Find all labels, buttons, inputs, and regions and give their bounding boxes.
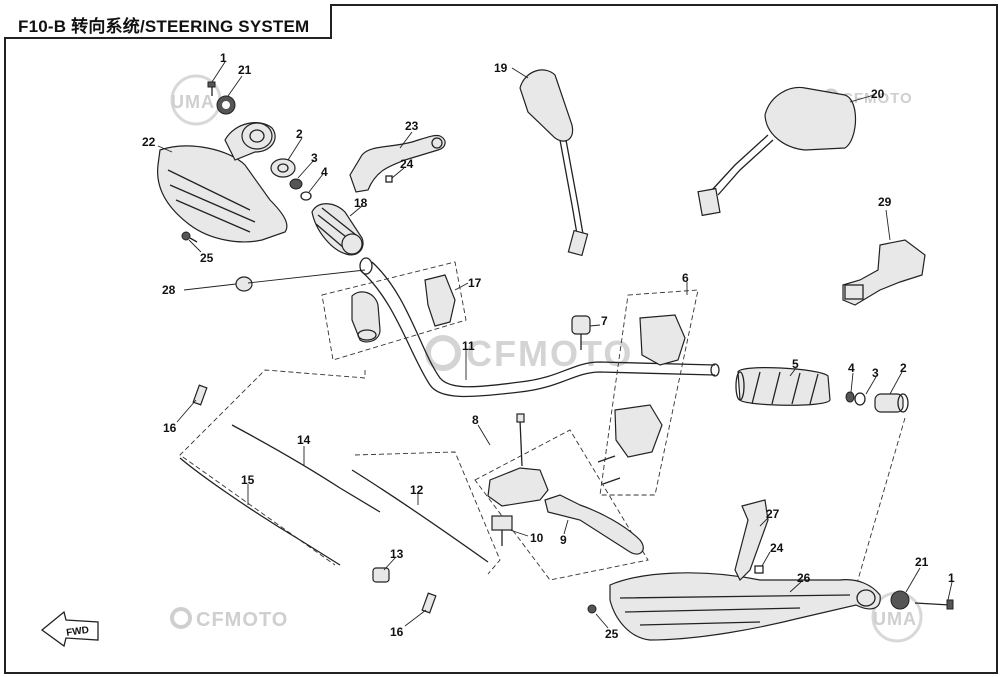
callout-16-bottom: 16: [390, 625, 404, 639]
right-handguard-frame: [854, 417, 906, 591]
svg-text:CFMOTO: CFMOTO: [842, 90, 913, 107]
callout-3-right: 3: [872, 366, 879, 380]
throttle-cable-15: [179, 457, 341, 566]
clutch-cable-12: [351, 469, 489, 563]
bolt-24-right: [754, 565, 764, 574]
callout-11: 11: [462, 339, 475, 353]
callout-29: 29: [878, 195, 892, 209]
bolt-1-right: [914, 599, 954, 610]
callout-17: 17: [468, 276, 482, 290]
lever-bolt: [385, 175, 393, 183]
callout-1-right: 1: [948, 571, 955, 585]
title-box: F10-B 转向系统/STEERING SYSTEM: [4, 4, 332, 39]
clutch-lever: [349, 134, 446, 193]
callout-18: 18: [354, 196, 368, 210]
switch-housing-left-frame: [321, 261, 467, 361]
mirror-left: [519, 69, 589, 257]
callout-25-right: 25: [605, 627, 619, 641]
callout-1-top: 1: [220, 51, 227, 65]
fwd-label: FWD: [66, 625, 90, 639]
callout-24-right: 24: [770, 541, 784, 555]
callout-14: 14: [297, 433, 311, 447]
switch-housing-right-frame: [599, 289, 699, 496]
callout-28: 28: [162, 283, 176, 297]
callout-7: 7: [601, 314, 608, 328]
switch-housing-right: [597, 314, 686, 485]
bracket-right: [842, 239, 926, 306]
spacer-right: [874, 393, 909, 413]
callout-22: 22: [142, 135, 156, 149]
spacer-left: [270, 158, 296, 178]
callout-16-left: 16: [163, 421, 177, 435]
left-handguard: [157, 122, 288, 243]
callout-6: 6: [682, 271, 689, 285]
callout-20: 20: [871, 87, 885, 101]
bar-end-cap: [235, 276, 253, 292]
screw-left: [181, 231, 198, 243]
callout-10: 10: [530, 531, 544, 545]
callout-12: 12: [410, 483, 424, 497]
washer-right: [845, 391, 855, 403]
bushing-top: [216, 95, 236, 115]
callout-21-right: 21: [915, 555, 929, 569]
watermark-logo-center: CFMOTO: [425, 333, 633, 374]
master-cylinder: [487, 413, 549, 507]
washer-left: [289, 178, 303, 190]
right-handguard-bracket: [734, 499, 769, 582]
nut-right: [854, 392, 866, 406]
nut-left: [300, 191, 312, 201]
svg-text:UMA: UMA: [873, 609, 917, 629]
bolt-16-left: [192, 384, 208, 406]
diagram-frame: [4, 4, 998, 674]
switch-housing-left: [351, 274, 456, 343]
screw-25-right: [587, 604, 597, 614]
bolt-16-bottom: [421, 592, 437, 614]
callouts: 1 21 2 3 4 22 25 23 24 18 28 17 19 20 29…: [142, 51, 955, 641]
callout-4-left: 4: [321, 165, 328, 179]
throttle-cable-frame: [179, 369, 366, 566]
callout-24-left: 24: [400, 157, 414, 171]
callout-2-left: 2: [296, 127, 303, 141]
callout-3-left: 3: [311, 151, 318, 165]
callout-8: 8: [472, 413, 479, 427]
throttle-cable-14: [231, 424, 381, 513]
callout-19: 19: [494, 61, 508, 75]
svg-text:CFMOTO: CFMOTO: [196, 609, 288, 631]
brake-switch: [491, 515, 513, 546]
callout-26: 26: [797, 571, 811, 585]
callout-2-right: 2: [900, 361, 907, 375]
callout-5: 5: [792, 357, 799, 371]
clamp-13: [372, 567, 390, 583]
leader-lines: [157, 61, 953, 629]
callout-23: 23: [405, 119, 419, 133]
svg-text:CFMOTO: CFMOTO: [466, 333, 633, 374]
fwd-arrow: FWD: [40, 610, 99, 648]
watermark-logo-bottom: CFMOTO: [170, 607, 288, 631]
handlebar: [359, 257, 720, 398]
svg-text:UMA: UMA: [171, 92, 215, 112]
bushing-21-right: [890, 590, 910, 610]
callout-21-top: 21: [238, 63, 252, 77]
mirror-right: [697, 86, 857, 217]
right-handguard: [609, 572, 881, 641]
master-cylinder-frame: [474, 429, 649, 581]
callout-15: 15: [241, 473, 255, 487]
bolt-top: [207, 81, 216, 96]
right-grip: [735, 367, 831, 406]
brake-lever: [544, 494, 644, 555]
page-title: F10-B 转向系统/STEERING SYSTEM: [18, 17, 310, 36]
callout-27: 27: [766, 507, 780, 521]
callout-13: 13: [390, 547, 404, 561]
front-brake-switch: [571, 315, 591, 350]
clutch-cable-frame: [354, 451, 501, 575]
callout-9: 9: [560, 533, 567, 547]
left-grip: [311, 203, 364, 256]
callout-25-left: 25: [200, 251, 214, 265]
callout-4-right: 4: [848, 361, 855, 375]
